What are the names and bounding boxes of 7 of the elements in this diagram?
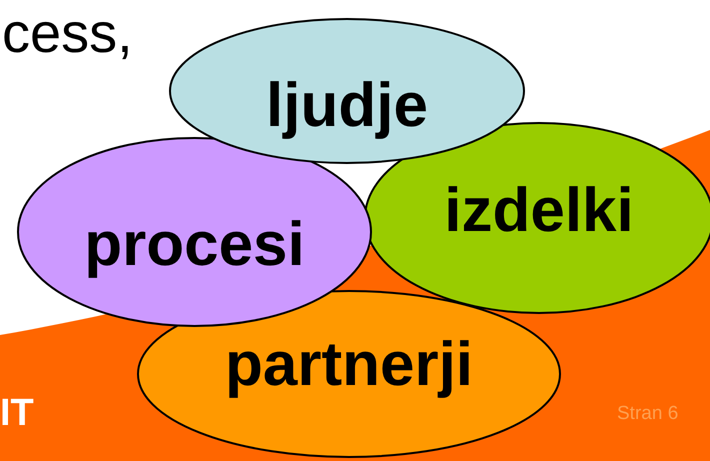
ellipse-label: ljudje <box>266 70 428 140</box>
footer-text: IT <box>0 393 34 435</box>
ellipse-label: izdelki <box>444 174 634 246</box>
page-number: Stran 6 <box>617 404 678 425</box>
heading-fragment: cess, <box>2 2 133 64</box>
ellipse-label: procesi <box>84 208 305 280</box>
ellipse-label: partnerji <box>224 328 474 400</box>
